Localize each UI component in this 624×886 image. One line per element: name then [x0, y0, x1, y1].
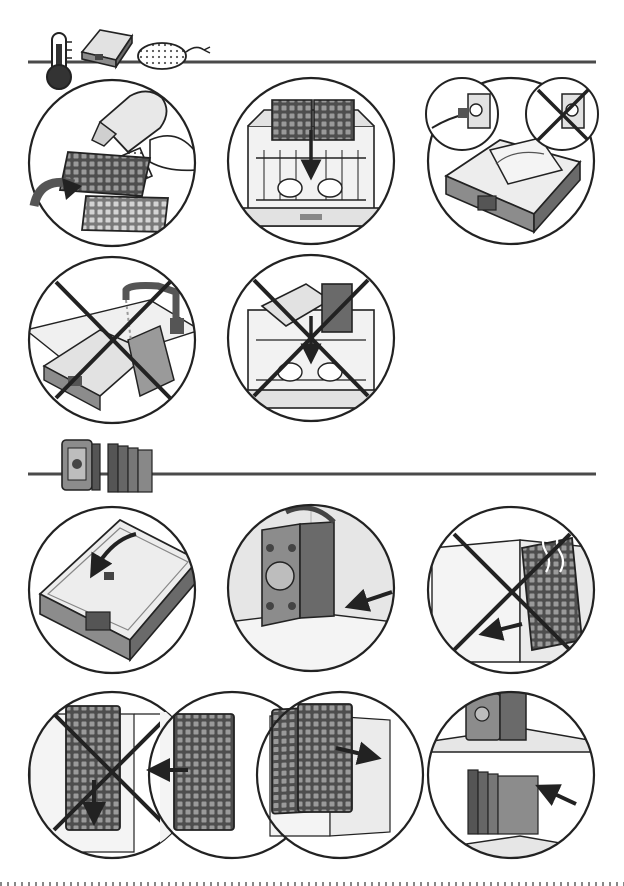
socket-prohibited-inset — [526, 78, 598, 150]
footer-dotted-rule — [0, 882, 624, 886]
step-shelf-storage — [426, 690, 600, 862]
socket-plug-inset — [426, 78, 498, 150]
step-plate-order — [29, 692, 423, 858]
storage-section-header — [28, 440, 596, 492]
step-no-tap-water — [26, 257, 200, 423]
plates-stack-icon — [108, 444, 152, 492]
step-unplug-and-wipe — [426, 78, 598, 244]
step-store-upright — [228, 505, 394, 672]
step-wash-plates — [29, 80, 196, 246]
plate-order-step-3 — [257, 692, 423, 858]
step-dishwasher-plates — [228, 78, 394, 244]
sponge-icon — [138, 43, 210, 69]
appliance-upright-icon — [62, 440, 100, 490]
step-no-hot-plate-storage — [428, 507, 598, 673]
step-close-lid — [29, 507, 198, 673]
step-no-dishwasher-appliance — [228, 255, 394, 421]
